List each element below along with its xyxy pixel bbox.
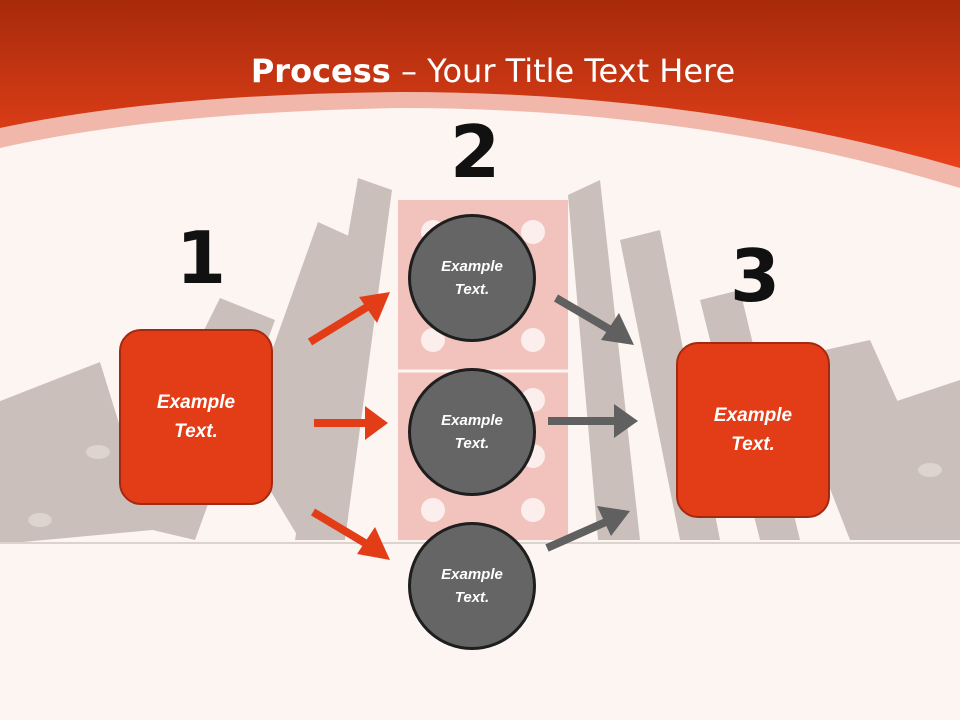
- circle-top-label: Example Text.: [441, 258, 503, 298]
- circle-bottom[interactable]: Example Text.: [408, 522, 536, 650]
- circle-middle-label: Example Text.: [441, 412, 503, 452]
- circle-middle[interactable]: Example Text.: [408, 368, 536, 496]
- circle-bottom-label: Example Text.: [441, 566, 503, 606]
- right-box-label: Example Text.: [713, 405, 793, 455]
- circle-top[interactable]: Example Text.: [408, 214, 536, 342]
- title-bold: Process: [250, 52, 391, 90]
- title-separator: –: [390, 52, 428, 90]
- arrow-1-to-bottom: [310, 508, 390, 560]
- slide-title: Process – Your Title Text Here: [0, 52, 960, 90]
- arrow-top-to-3: [553, 294, 634, 345]
- arrow-bottom-to-3: [545, 506, 630, 552]
- left-text-box[interactable]: Example Text.: [119, 329, 273, 505]
- arrow-1-to-top: [307, 292, 390, 346]
- right-text-box[interactable]: Example Text.: [676, 342, 830, 518]
- title-rest: Your Title Text Here: [427, 52, 736, 90]
- arrow-middle-to-3: [548, 404, 638, 438]
- step-number-2: 2: [450, 110, 501, 194]
- arrow-1-to-middle: [314, 406, 388, 440]
- left-box-label: Example Text.: [156, 392, 236, 442]
- step-number-1: 1: [176, 216, 227, 300]
- step-number-3: 3: [730, 234, 781, 318]
